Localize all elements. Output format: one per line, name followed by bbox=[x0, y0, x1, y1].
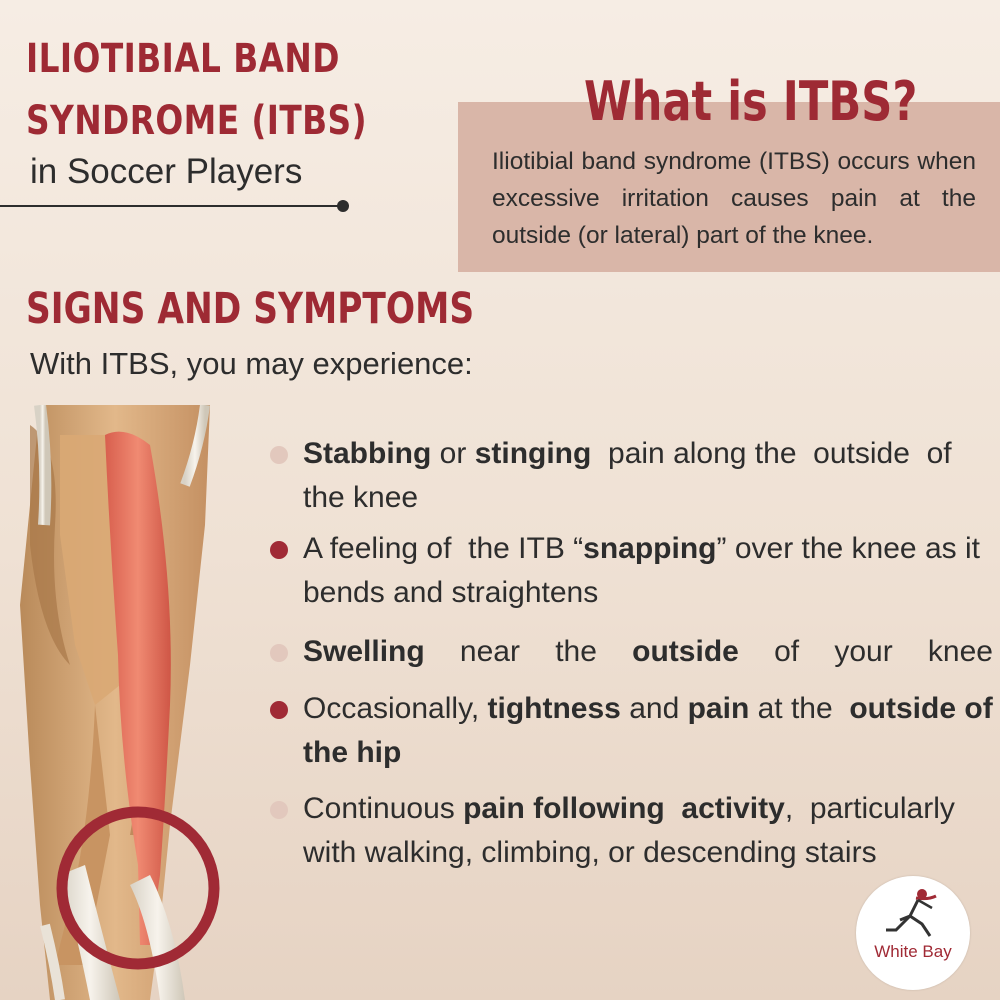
symptom-emphasis: pain following activity bbox=[463, 792, 785, 825]
symptom-text: Occasionally, bbox=[303, 692, 488, 725]
symptom-text: ” over the knee as it bends and straight… bbox=[303, 532, 989, 609]
symptom-emphasis: tightness bbox=[487, 692, 621, 725]
symptom-emphasis: outside of the hip bbox=[303, 692, 993, 769]
bullet-dot bbox=[270, 701, 288, 719]
symptom-emphasis: stinging bbox=[474, 437, 592, 470]
symptom-text: A feeling of the ITB “ bbox=[303, 532, 584, 565]
signs-symptoms-subtitle: With ITBS, you may experience: bbox=[30, 346, 473, 381]
symptom-emphasis: Swelling bbox=[303, 635, 425, 668]
symptom-item: Continuous pain following activity, part… bbox=[270, 787, 993, 875]
main-subtitle: in Soccer Players bbox=[30, 152, 303, 191]
symptom-emphasis: outside bbox=[632, 635, 739, 668]
bullet-dot bbox=[270, 644, 288, 662]
symptom-item: Occasionally, tightness and pain at the … bbox=[270, 687, 993, 775]
main-title-line-1: ILIOTIBIAL BAND bbox=[26, 36, 340, 82]
symptom-emphasis: pain bbox=[687, 692, 750, 725]
bullet-dot bbox=[270, 801, 288, 819]
signs-symptoms-title: SIGNS AND SYMPTOMS bbox=[26, 284, 475, 334]
title-divider bbox=[0, 205, 344, 207]
symptom-text: pain along the outside of the knee bbox=[303, 437, 960, 514]
symptom-emphasis: snapping bbox=[583, 532, 717, 565]
symptom-text: of your knee bbox=[738, 635, 993, 668]
main-title-line-2: SYNDROME (ITBS) bbox=[26, 98, 367, 144]
bullet-dot bbox=[270, 541, 288, 559]
what-is-itbs-box bbox=[458, 102, 1000, 272]
symptom-item: A feeling of the ITB “snapping” over the… bbox=[270, 527, 993, 615]
symptom-item: Stabbing or stinging pain along the outs… bbox=[270, 432, 993, 520]
logo-text: White Bay bbox=[874, 942, 952, 961]
title-divider-dot bbox=[337, 200, 349, 212]
symptom-text: , particularly with walking, climbing, o… bbox=[303, 792, 964, 869]
symptom-text: at the bbox=[749, 692, 850, 725]
leg-muscle-illustration bbox=[20, 405, 220, 1000]
bullet-dot bbox=[270, 446, 288, 464]
symptom-text: near the bbox=[424, 635, 633, 668]
symptom-emphasis: Stabbing bbox=[303, 437, 432, 470]
symptom-item: Swelling near the outside of your knee bbox=[270, 630, 993, 674]
what-is-itbs-text: Iliotibial band syndrome (ITBS) occurs w… bbox=[492, 148, 976, 249]
white-bay-logo: White Bay bbox=[856, 876, 970, 990]
symptom-text: and bbox=[620, 692, 688, 725]
what-is-itbs-title: What is ITBS? bbox=[584, 70, 918, 133]
runner-icon bbox=[886, 889, 937, 937]
symptom-text: or bbox=[431, 437, 475, 470]
symptom-text: Continuous bbox=[303, 792, 464, 825]
